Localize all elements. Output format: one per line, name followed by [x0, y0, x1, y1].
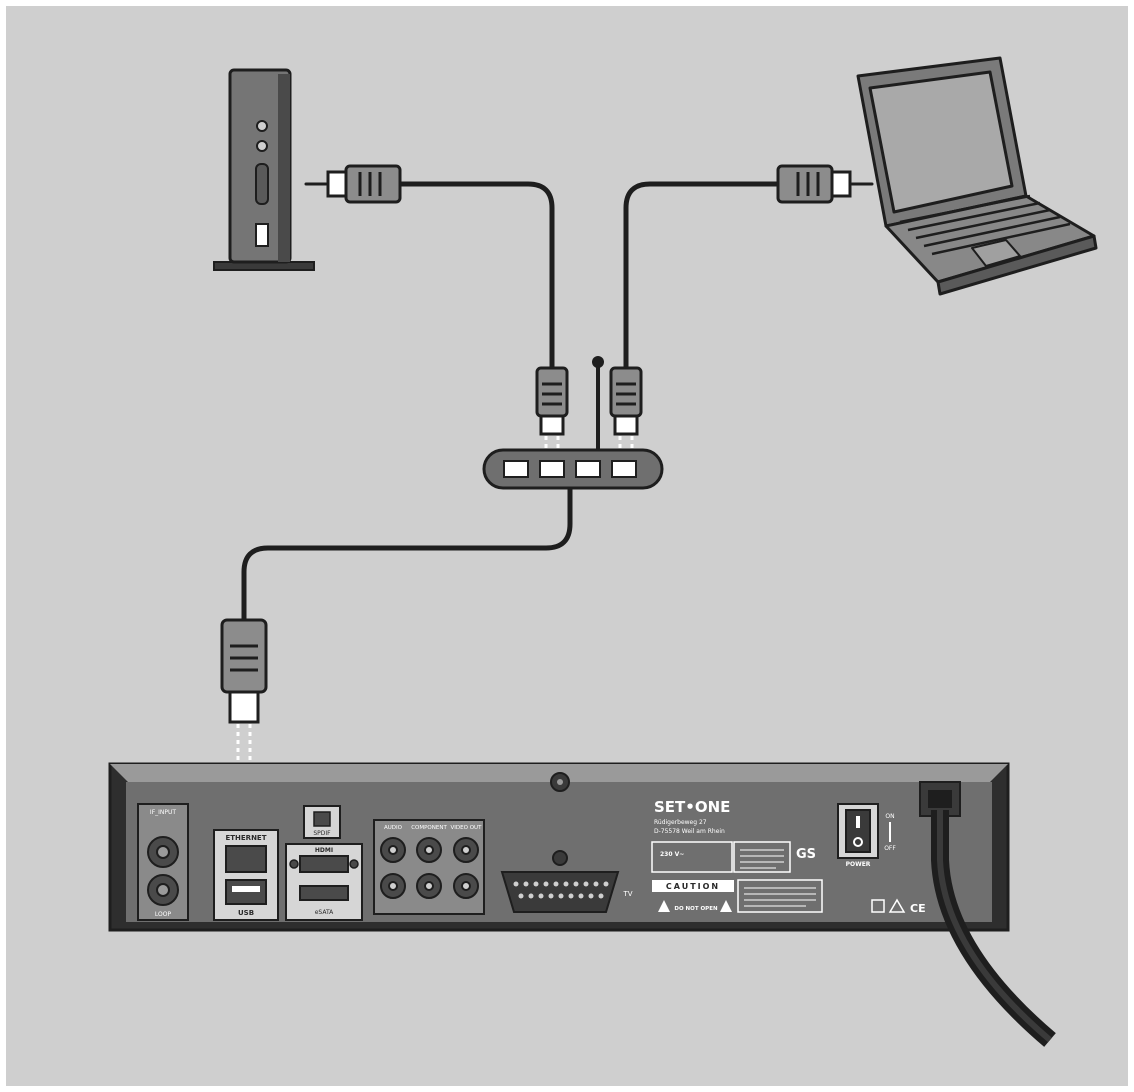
ethernet-port [225, 845, 267, 873]
plug-nas-side [326, 164, 402, 204]
ethernet-label: ETHERNET [225, 834, 266, 842]
cable-nas-to-router [397, 181, 555, 371]
router-port-4 [611, 460, 637, 478]
router-port-3 [575, 460, 601, 478]
brand-logo: SET•ONE [654, 798, 730, 816]
info-label-block: SET•ONE Rüdigerbeweg 27 D-75578 Weil am … [651, 798, 823, 913]
audio-label: AUDIO [384, 825, 403, 831]
gs-mark: GS [796, 847, 816, 862]
plug-receiver [220, 618, 268, 724]
plug-laptop-side [776, 164, 852, 204]
cable-router-to-receiver [241, 485, 573, 623]
voltage-label: 230 V~ [660, 851, 684, 858]
router-icon [482, 356, 664, 490]
plug-router-right [609, 366, 643, 436]
rf-input-label: IF_INPUT [150, 809, 176, 816]
router-port-1 [503, 460, 529, 478]
on-label: ON [885, 813, 894, 820]
address-line-1: Rüdigerbeweg 27 [654, 819, 707, 826]
rca-block: AUDIO COMPONENT VIDEO OUT [373, 819, 485, 915]
ce-mark: CE [910, 902, 926, 915]
address-line-2: D-75578 Weil am Rhein [654, 828, 725, 835]
loop-label: LOOP [155, 911, 172, 918]
esata-label: eSATA [315, 909, 334, 916]
plug-router-left [535, 366, 569, 436]
spdif-port [313, 811, 331, 827]
cable-laptop-to-router [623, 181, 781, 371]
tv-label: TV [622, 890, 632, 898]
laptop-icon [856, 56, 1098, 296]
receiver-back-panel-icon: IF_INPUT LOOP ETHERNET USB SPDIF HDMI [108, 762, 1010, 932]
compliance-marks: CE [871, 898, 926, 915]
nas-tower-icon [213, 68, 315, 271]
video-out-label: VIDEO OUT [451, 825, 483, 831]
power-label: POWER [846, 861, 871, 868]
router-port-2 [539, 460, 565, 478]
power-inlet [919, 781, 961, 817]
hdmi-port [299, 855, 349, 873]
rf-connectors: IF_INPUT LOOP [137, 803, 189, 921]
scart-connector: TV [500, 850, 633, 913]
caution-text: DO NOT OPEN [674, 906, 718, 912]
power-switch: POWER ON OFF [837, 803, 896, 868]
ethernet-usb-block: ETHERNET USB [213, 829, 279, 921]
cables [241, 181, 874, 623]
component-label: COMPONENT [411, 825, 447, 831]
off-label: OFF [884, 845, 896, 852]
spdif-label: SPDIF [313, 830, 331, 837]
hdmi-label: HDMI [315, 847, 333, 854]
usb-label: USB [238, 909, 254, 917]
esata-port [299, 885, 349, 901]
caution-title: CAUTION [666, 882, 720, 891]
av-digital-block: SPDIF HDMI eSATA [285, 805, 363, 921]
